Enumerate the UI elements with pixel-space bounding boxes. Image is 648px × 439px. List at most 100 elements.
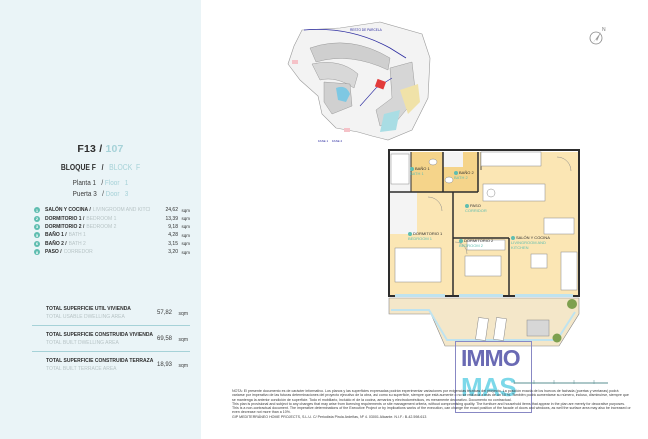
room-unit: sqm xyxy=(181,216,190,222)
label-es: DORMITORIO 2 xyxy=(464,238,494,243)
door-label-es: Puerta 3 xyxy=(72,189,97,198)
room-row: 6 BAÑO 2 / BATH 2 3,15 sqm xyxy=(34,240,190,248)
floor-label-es: Planta 1 xyxy=(72,178,97,187)
room-unit: sqm xyxy=(181,249,190,255)
total-row: TOTAL SUPERFICIE UTIL VIVIENDA TOTAL USA… xyxy=(32,303,190,326)
room-list: 1 SALÓN Y COCINA / LIVINGROOM AND KITCHE… xyxy=(34,206,190,256)
room-badge: 6 xyxy=(34,240,40,247)
unit-number: 107 xyxy=(105,143,124,155)
scale-bar xyxy=(513,380,608,384)
label-es: BAÑO 1 xyxy=(415,166,430,171)
plan-label-bedroom1: DORMITORIO 1 BEDROOM 1 xyxy=(408,231,442,241)
label-en: CORRIDOR xyxy=(465,208,487,213)
site-plan-map: RESTO DE PARCELA FASE 1 FASE 2 xyxy=(287,21,431,143)
room-area: 3,15 xyxy=(168,240,178,247)
total-label-en: TOTAL BUILT TERRACE AREA xyxy=(46,366,117,372)
label-en: BEDROOM 2 xyxy=(459,243,484,248)
room-row: 3 DORMITORIO 2 / BEDROOM 2 9,18 sqm xyxy=(34,223,190,231)
total-value: 69,58 xyxy=(156,336,172,342)
watermark-line1: IMMO xyxy=(461,345,521,371)
room-marker-icon xyxy=(511,235,515,240)
room-name-en: BEDROOM 1 xyxy=(86,215,117,222)
floor-value: 1 xyxy=(124,178,129,187)
room-badge: 1 xyxy=(34,207,40,214)
unit-title: F13 / 107 xyxy=(77,143,124,155)
room-badge: 3 xyxy=(34,223,40,230)
plan-label-living: SALÓN Y COCINA LIVINGROOM AND KITCHEN xyxy=(511,235,561,250)
total-row: TOTAL SUPERFICIE CONSTRUIDA VIVIENDA TOT… xyxy=(32,329,190,352)
unit-code: F13 xyxy=(77,143,97,155)
block-label-es: BLOQUE F xyxy=(60,163,96,172)
room-name-en: BEDROOM 2 xyxy=(86,223,117,230)
room-badge: 5 xyxy=(34,232,40,239)
plan-label-corridor: PASO CORRIDOR xyxy=(465,203,487,213)
room-marker-icon xyxy=(454,170,458,175)
total-unit: sqm xyxy=(178,362,188,369)
label-en: LIVINGROOM AND KITCHEN xyxy=(511,240,546,250)
label-es: PASO xyxy=(470,203,481,208)
total-unit: sqm xyxy=(178,336,188,343)
label-es: DORMITORIO 1 xyxy=(413,231,443,236)
door-label-en: Door xyxy=(105,189,120,198)
block-value: F xyxy=(136,163,141,172)
room-name-en: BATH 1 xyxy=(68,232,86,239)
door-value: 3 xyxy=(124,189,129,198)
unit-floor-plan xyxy=(388,149,580,347)
room-name-es: BAÑO 2 / xyxy=(45,240,67,247)
room-area: 4,28 xyxy=(168,232,178,239)
room-unit: sqm xyxy=(181,241,190,247)
room-name-es: DORMITORIO 2 / xyxy=(45,223,85,230)
info-panel: F13 / 107 BLOQUE F / BLOCK F Planta 1 / … xyxy=(0,0,201,439)
room-name-es: PASO / xyxy=(45,249,62,256)
room-badge: 2 xyxy=(34,215,40,222)
note-english: This plan is provisional and subject to … xyxy=(232,401,631,415)
legal-note: NOTA: El presente documento es de caráct… xyxy=(232,389,632,419)
label-en: BATH 1 xyxy=(410,171,424,176)
compass-icon: N xyxy=(589,27,606,45)
total-label-en: TOTAL BUILT DWELLING AREA xyxy=(46,340,119,346)
room-marker-icon xyxy=(459,238,463,243)
room-name-es: DORMITORIO 1 / xyxy=(45,215,85,222)
plan-label-bath1: BAÑO 1 BATH 1 xyxy=(410,166,430,176)
label-en: BEDROOM 1 xyxy=(408,236,433,241)
total-row: TOTAL SUPERFICIE CONSTRUIDA TERRAZA TOTA… xyxy=(32,355,190,378)
room-row: 1 SALÓN Y COCINA / LIVINGROOM AND KITCHE… xyxy=(34,206,190,214)
label-es: BAÑO 2 xyxy=(459,170,474,175)
note-spanish: NOTA: El presente documento es de caráct… xyxy=(232,389,629,402)
label-en: BATH 2 xyxy=(454,175,468,180)
room-badge: 8 xyxy=(34,249,40,256)
compass-north-label: N xyxy=(602,27,606,33)
room-row: 2 DORMITORIO 1 / BEDROOM 1 13,39 sqm xyxy=(34,214,190,222)
room-name-es: SALÓN Y COCINA / xyxy=(45,207,91,214)
plan-label-bath2: BAÑO 2 BATH 2 xyxy=(454,170,474,180)
room-row: 8 PASO / CORREDOR 3,20 sqm xyxy=(34,248,190,256)
floor-label-en: Floor xyxy=(104,178,120,187)
room-area: 13,39 xyxy=(165,215,178,222)
total-label-es: TOTAL SUPERFICIE CONSTRUIDA VIVIENDA xyxy=(46,332,154,338)
site-plan-top-label: RESTO DE PARCELA xyxy=(350,28,383,32)
phase-1-label: FASE 1 xyxy=(318,139,329,143)
room-name-en: CORREDOR xyxy=(63,249,93,256)
floor-line: Planta 1 / Floor 1 xyxy=(72,178,129,187)
total-label-es: TOTAL SUPERFICIE CONSTRUIDA TERRAZA xyxy=(46,358,154,364)
door-line: Puerta 3 / Door 3 xyxy=(72,189,129,198)
note-company: GIP MEDITERRÁNEO HOME PROJECTS, S.L.U. C… xyxy=(232,414,427,419)
room-unit: sqm xyxy=(181,232,190,238)
total-unit: sqm xyxy=(178,310,188,317)
watermark-logo: IMMO MAS xyxy=(455,341,532,413)
room-marker-icon xyxy=(410,166,414,171)
total-value: 18,93 xyxy=(156,362,172,368)
watermark-line2: MAS xyxy=(461,372,517,402)
room-area: 24,62 xyxy=(165,207,178,214)
plan-label-bedroom2: DORMITORIO 2 BEDROOM 2 xyxy=(459,238,493,248)
room-name-es: BAÑO 1 / xyxy=(45,232,67,239)
room-unit: sqm xyxy=(181,224,190,230)
room-name-en: LIVINGROOM AND KITCHEN xyxy=(92,207,150,214)
room-marker-icon xyxy=(465,203,469,208)
room-marker-icon xyxy=(408,231,412,236)
total-label-en: TOTAL USABLE DWELLING AREA xyxy=(46,314,125,320)
total-label-es: TOTAL SUPERFICIE UTIL VIVIENDA xyxy=(46,306,131,312)
label-es: SALÓN Y COCINA xyxy=(516,235,550,240)
room-name-en: BATH 2 xyxy=(68,240,86,247)
